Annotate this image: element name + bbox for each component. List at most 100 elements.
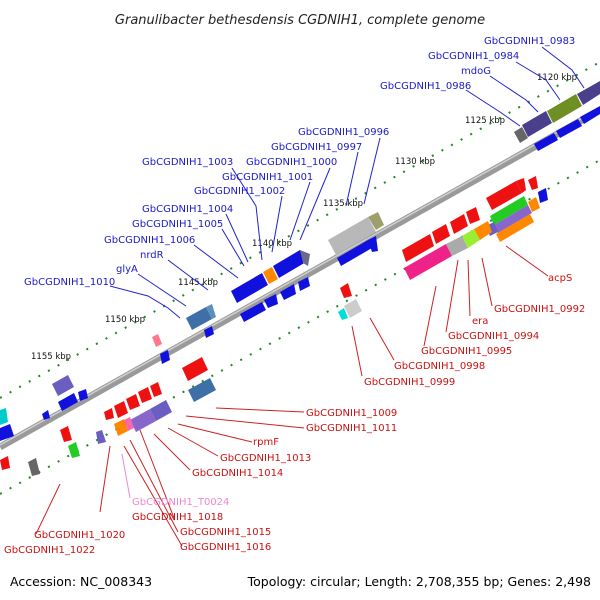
leader-line — [351, 325, 363, 377]
gene-feature — [528, 197, 540, 212]
leader-line — [505, 245, 549, 277]
gene-feature — [28, 458, 40, 476]
gene-label: GbCGDNIH1_1015 — [180, 527, 271, 538]
gene-feature — [182, 357, 208, 381]
gene-label: GbCGDNIH1_1022 — [4, 545, 95, 556]
gene-feature — [432, 224, 450, 244]
gene-feature — [114, 401, 128, 418]
gene-label: GbCGDNIH1_1016 — [180, 542, 271, 553]
gene-feature — [160, 350, 170, 364]
leader-line — [121, 453, 131, 499]
kbp-label: 1155 kbp — [31, 352, 71, 362]
gene-label: GbCGDNIH1_1002 — [194, 186, 285, 197]
gene-feature — [534, 133, 558, 151]
genome-summary: Topology: circular; Length: 2,708,355 bp… — [247, 574, 591, 589]
gene-label: GbCGDNIH1_1006 — [104, 235, 195, 246]
gene-feature — [204, 326, 214, 338]
leader-line — [185, 415, 305, 429]
gene-feature — [466, 207, 480, 224]
gene-label: GbCGDNIH1_0998 — [394, 361, 485, 372]
kbp-label: 1135 kbp — [323, 199, 363, 209]
leader-line — [345, 151, 359, 207]
gene-feature — [126, 394, 140, 410]
leader-line — [221, 228, 245, 267]
kbp-label: 1120 kbp — [537, 73, 577, 83]
gene-label: GbCGDNIH1_0983 — [484, 36, 575, 47]
leader-line — [129, 439, 179, 533]
gene-label: GbCGDNIH1_0992 — [494, 304, 585, 315]
leader-line — [193, 244, 239, 279]
leader-line — [137, 273, 187, 307]
leader-line — [231, 167, 263, 261]
leader-line — [109, 285, 181, 319]
gene-label: GbCGDNIH1_1000 — [246, 157, 337, 168]
gene-feature — [300, 250, 310, 266]
gene-feature — [150, 400, 172, 421]
reverse-features — [0, 176, 548, 476]
trna-leader — [121, 453, 131, 499]
gene-feature — [462, 229, 480, 248]
gene-label: GbCGDNIH1_1004 — [142, 204, 233, 215]
gene-label: GbCGDNIH1_1018 — [132, 512, 223, 523]
gene-feature — [273, 250, 306, 278]
leader-line — [515, 61, 561, 101]
gene-feature — [0, 408, 8, 425]
gene-label: GbCGDNIH1_1010 — [24, 277, 115, 288]
gene-feature — [280, 284, 296, 300]
gene-feature — [78, 389, 88, 401]
gene-feature — [338, 308, 348, 320]
leader-line — [99, 445, 111, 513]
gene-label: GbCGDNIH1_0994 — [448, 331, 539, 342]
gene-label: GbCGDNIH1_1013 — [220, 453, 311, 464]
forward-label-group: GbCGDNIH1_0983 GbCGDNIH1_0984 mdoG GbCGD… — [24, 36, 575, 288]
gene-feature — [538, 188, 548, 203]
gene-feature — [494, 205, 532, 233]
leader-line — [139, 429, 175, 519]
leader-line — [35, 483, 61, 535]
gene-label: GbCGDNIH1_0984 — [428, 51, 519, 62]
gene-label: GbCGDNIH1_0999 — [364, 377, 455, 388]
gene-label: GbCGDNIH1_1020 — [34, 530, 125, 541]
backbone-line — [0, 106, 600, 451]
gene-feature — [0, 424, 14, 441]
gene-feature — [42, 410, 50, 420]
guide-line-upper — [0, 61, 600, 399]
leader-line — [177, 423, 253, 443]
gene-label: nrdR — [140, 250, 164, 261]
gene-feature — [368, 236, 378, 252]
leader-line — [123, 445, 183, 547]
gene-label: era — [472, 316, 488, 327]
gene-feature — [130, 409, 156, 432]
leader-line — [289, 181, 311, 241]
gene-feature — [556, 119, 582, 138]
gene-feature — [368, 212, 384, 230]
gene-label: GbCGDNIH1_0986 — [380, 81, 471, 92]
gene-feature — [547, 94, 582, 123]
gene-label: GbCGDNIH1_0995 — [421, 346, 512, 357]
forward-leaders — [109, 46, 585, 319]
gene-label: acpS — [548, 273, 572, 284]
page-title: Granulibacter bethesdensis CGDNIH1, comp… — [115, 13, 485, 28]
gene-feature — [188, 378, 216, 402]
gene-feature — [486, 181, 522, 210]
gene-feature — [516, 178, 526, 193]
gene-feature — [231, 273, 268, 303]
gene-feature — [337, 240, 372, 266]
gene-feature — [404, 244, 452, 280]
gene-label: rpmF — [253, 437, 279, 448]
gene-feature — [138, 387, 152, 403]
gene-feature — [522, 111, 552, 137]
gene-feature — [186, 307, 212, 330]
gene-feature — [152, 334, 162, 347]
gene-label: GbCGDNIH1_0996 — [298, 127, 389, 138]
gene-feature — [68, 442, 80, 458]
gene-feature — [150, 382, 162, 397]
kbp-label: 1125 kbp — [465, 116, 505, 126]
leader-line — [445, 259, 459, 333]
gene-feature — [58, 393, 78, 411]
gene-feature — [328, 217, 376, 255]
accession-text: Accession: NC_008343 — [10, 574, 152, 589]
trna-label: GbCGDNIH1_T0024 — [132, 497, 229, 508]
